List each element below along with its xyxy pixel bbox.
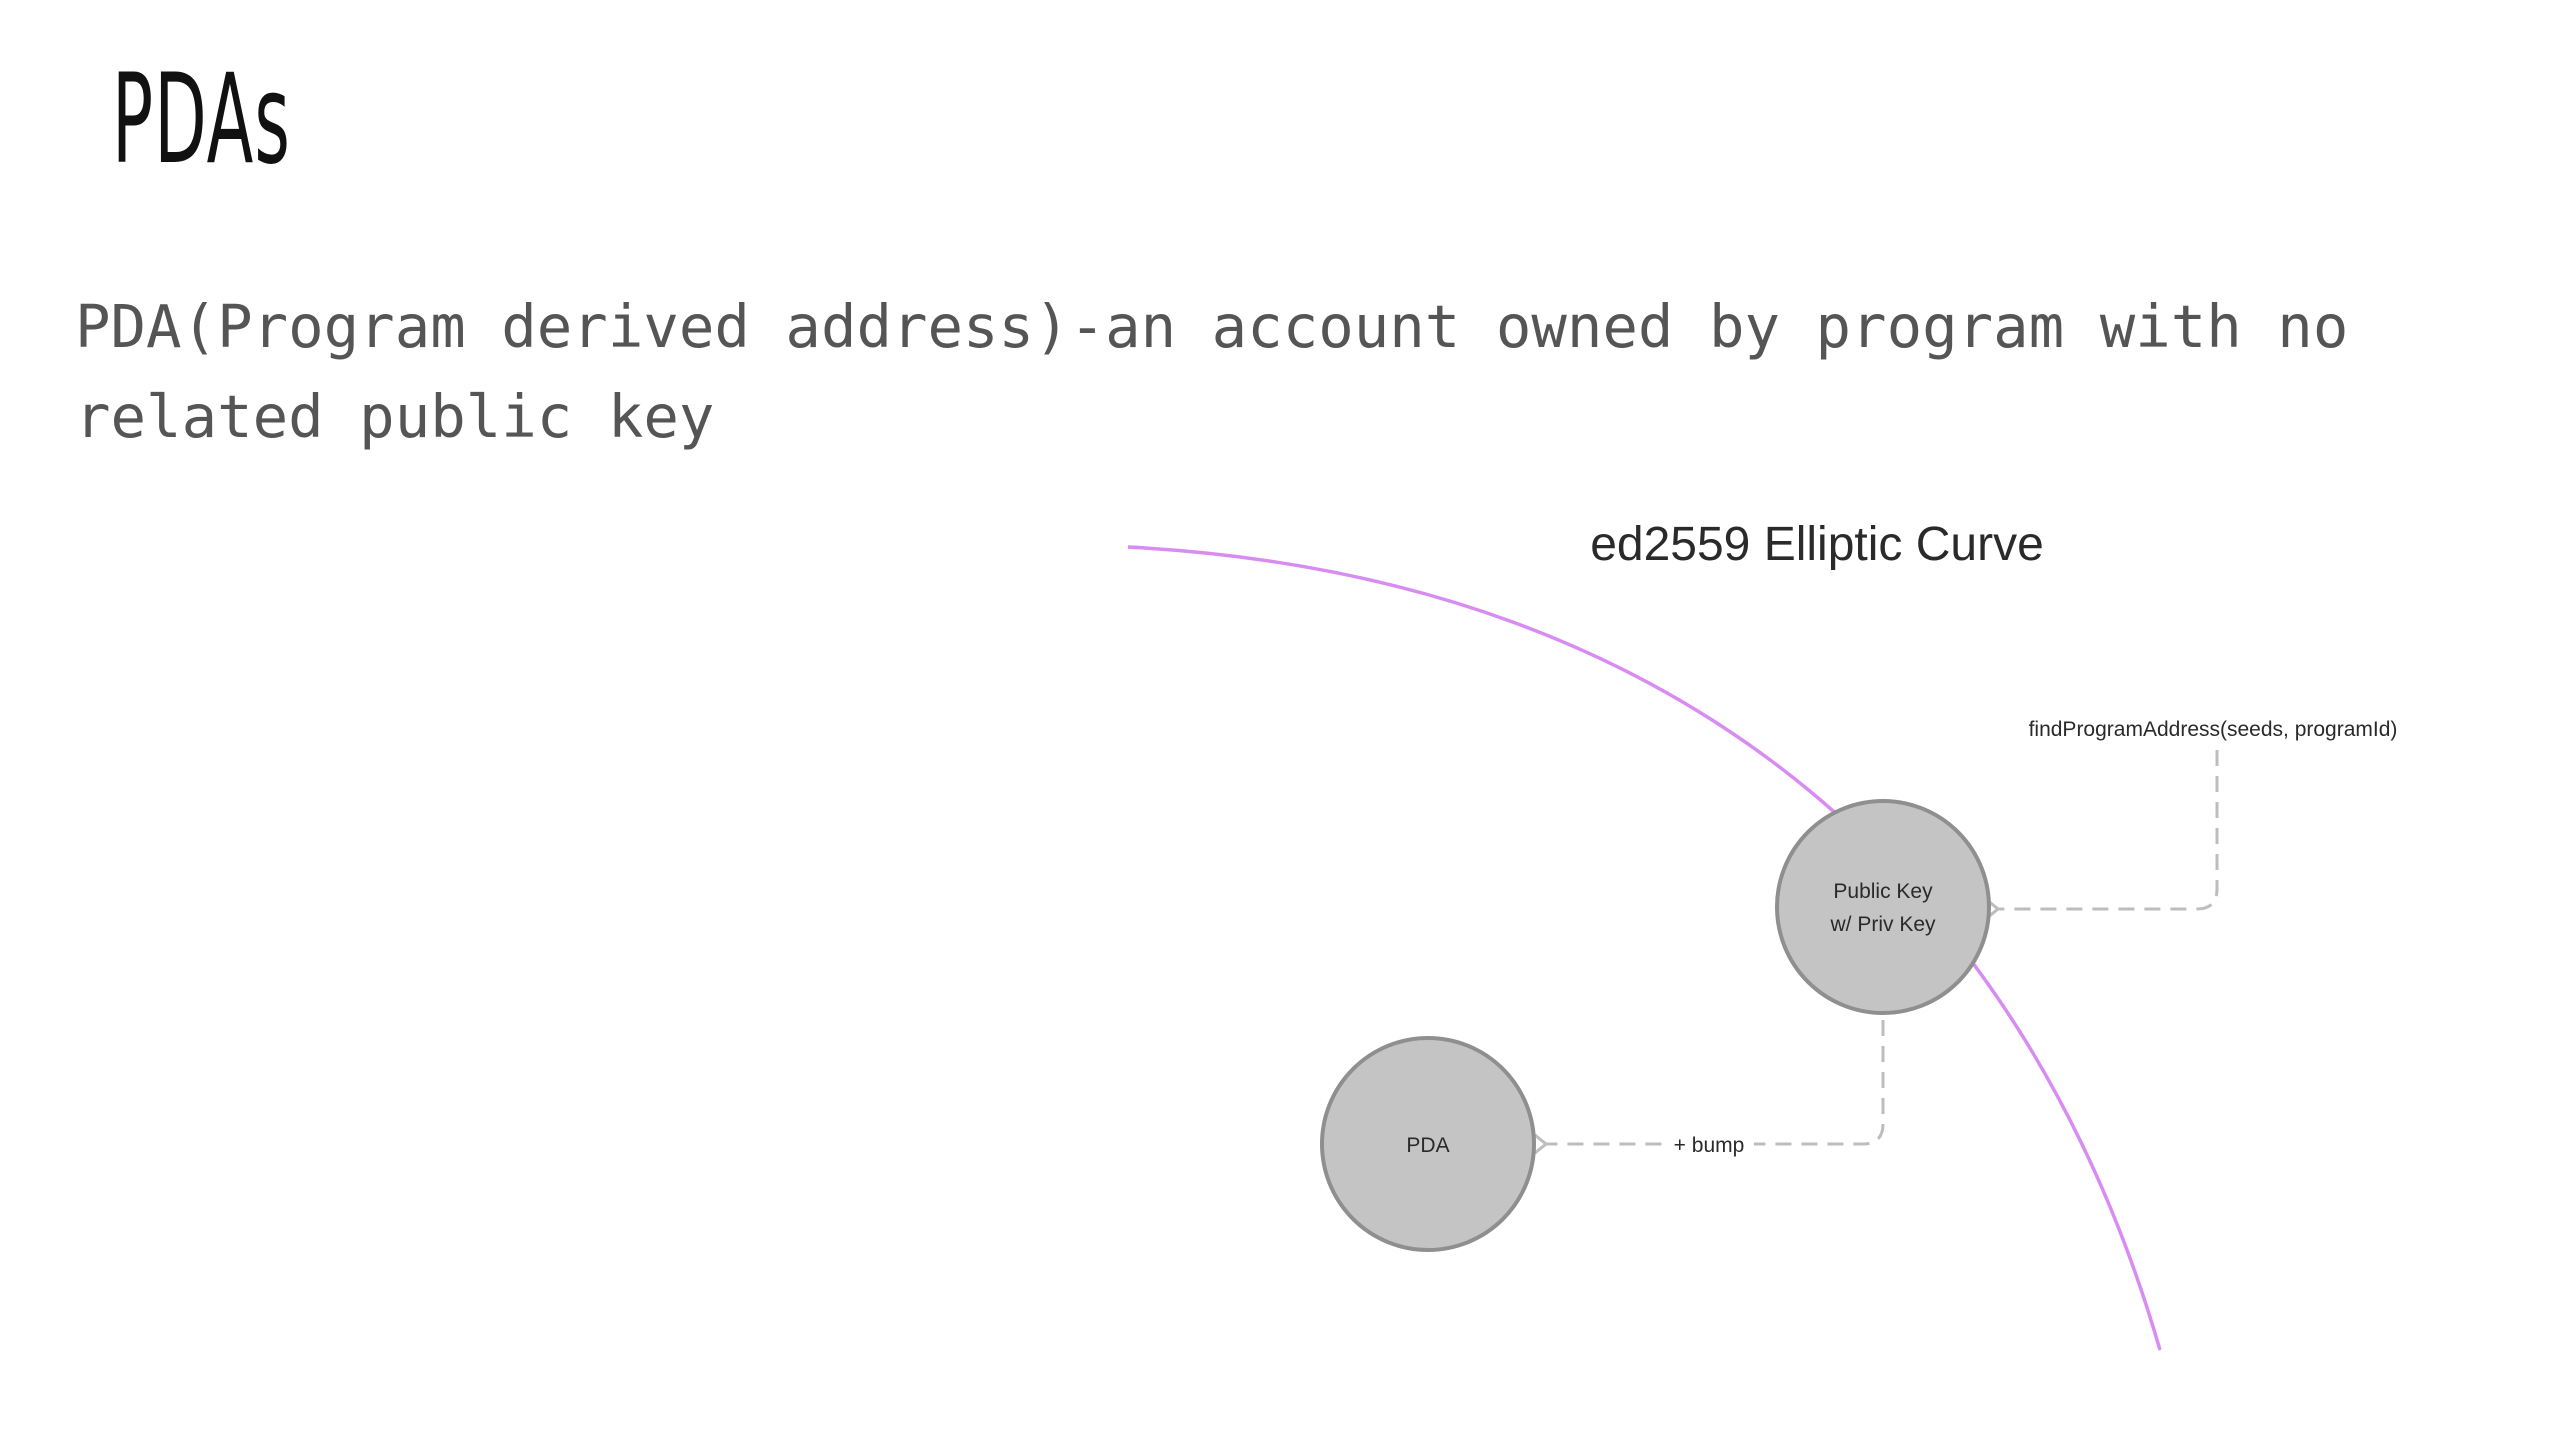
public-key-circle	[1775, 799, 1991, 1015]
public-key-to-pda-arrow	[1545, 1020, 1885, 1144]
private-key-label: w/ Priv Key	[1829, 913, 1936, 936]
pda-circle	[1320, 1036, 1536, 1252]
public-key-label: Public Key	[1833, 880, 1933, 903]
pda-node: PDA	[1320, 1036, 1536, 1252]
pda-label: PDA	[1406, 1134, 1449, 1157]
elliptic-curve	[1127, 545, 2162, 1351]
curve-heading: ed2559 Elliptic Curve	[1590, 518, 2044, 571]
slide-subtitle: PDA(Program derived address)-an account …	[75, 292, 2349, 451]
function-label: findProgramAddress(seeds, programId)	[2029, 718, 2398, 741]
slide-title: PDAs	[112, 48, 292, 192]
bump-label-background	[1662, 1128, 1754, 1160]
bump-label: + bump	[1674, 1134, 1745, 1157]
function-to-public-key-arrow	[1997, 750, 2219, 909]
public-key-node: Public Key w/ Priv Key	[1775, 799, 1991, 1015]
